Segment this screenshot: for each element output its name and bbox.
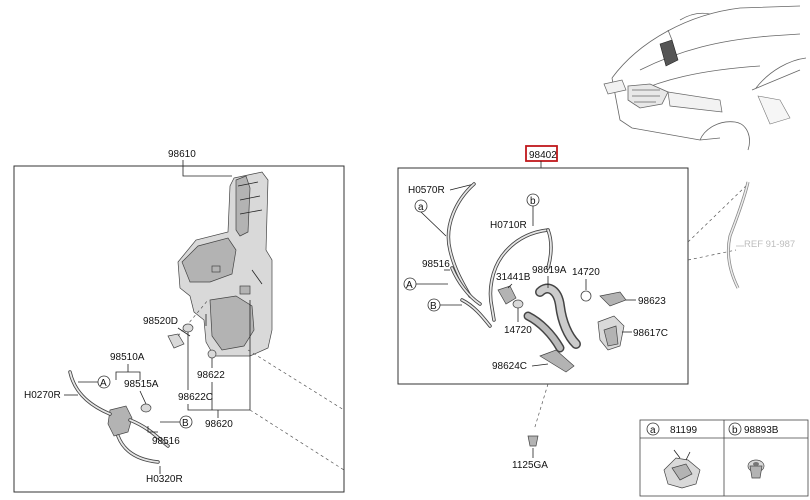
clip-31441-part <box>497 285 517 305</box>
ref-label: REF 91-987 <box>744 239 795 250</box>
pump-body <box>107 405 133 437</box>
callout-B-left: B <box>182 418 189 429</box>
hose-h0570-label: H0570R <box>408 185 445 196</box>
pump-assy-label: 98510A <box>110 352 145 363</box>
joint-14720b-label: 14720 <box>572 267 600 278</box>
grommet-b-label: 98622C <box>178 392 213 403</box>
hose-98516b-label: 98516 <box>422 259 450 270</box>
joint-14720a-label: 14720 <box>504 325 532 336</box>
bolt-part <box>527 435 539 447</box>
tank-group-frame <box>13 165 345 493</box>
legend-b-letter: b <box>732 425 738 436</box>
grommet-98893b-icon <box>747 459 765 479</box>
cap-label: 98520D <box>143 316 178 327</box>
legend-a-letter: a <box>650 425 656 436</box>
callout-A-left: A <box>100 378 107 389</box>
hose-left-label: 98516 <box>152 436 180 447</box>
callout-A-center: A <box>406 280 413 291</box>
hose-h0270-label: H0270R <box>24 390 61 401</box>
tank-group: 98610 98520D 98510A 98515A <box>13 149 345 493</box>
cap-part <box>167 333 185 349</box>
nozzle-98623-part <box>599 291 627 307</box>
hose-98619-label: 98619A <box>532 265 567 276</box>
grommet-a-part <box>182 323 194 333</box>
clip-81199-icon <box>663 449 701 489</box>
hose-h0320-label: H0320R <box>146 474 183 485</box>
nozzle-98623-label: 98623 <box>638 296 666 307</box>
washer-group-frame <box>397 167 689 385</box>
washer-assembly-highlight <box>525 145 558 162</box>
bracket-98624-part <box>539 349 575 373</box>
washer-assembly-label: 98402 <box>529 150 557 161</box>
sensor-label: 98620 <box>205 419 233 430</box>
hose-h0710-label: H0710R <box>490 220 527 231</box>
callout-a-center: a <box>418 202 424 213</box>
washer-tank <box>177 171 273 357</box>
pump-part <box>140 403 152 413</box>
callout-b-center: b <box>530 196 536 207</box>
bolt-label: 1125GA <box>512 460 548 471</box>
clip-31441-label: 31441B <box>496 272 531 283</box>
vehicle-illustration <box>603 5 807 151</box>
ref-group: REF 91-987 <box>726 181 795 289</box>
legend-a-part: 81199 <box>670 425 698 436</box>
joint-14720a-part <box>512 299 524 309</box>
grommet-a-label: 98622 <box>197 370 225 381</box>
sensor-part <box>207 349 217 359</box>
nozzle-98617-label: 98617C <box>633 328 668 339</box>
legend-b-part: 98893B <box>744 425 779 436</box>
bracket-98624-label: 98624C <box>492 361 527 372</box>
joint-14720b-part <box>580 290 592 302</box>
pump-label: 98515A <box>124 379 159 390</box>
washer-group: 98402 H0570R a b H0710R 98516 A B <box>397 145 749 471</box>
legend-table: a 81199 b 98893B <box>639 419 809 497</box>
tank-assembly-label: 98610 <box>168 149 196 160</box>
callout-B-center: B <box>430 301 437 312</box>
